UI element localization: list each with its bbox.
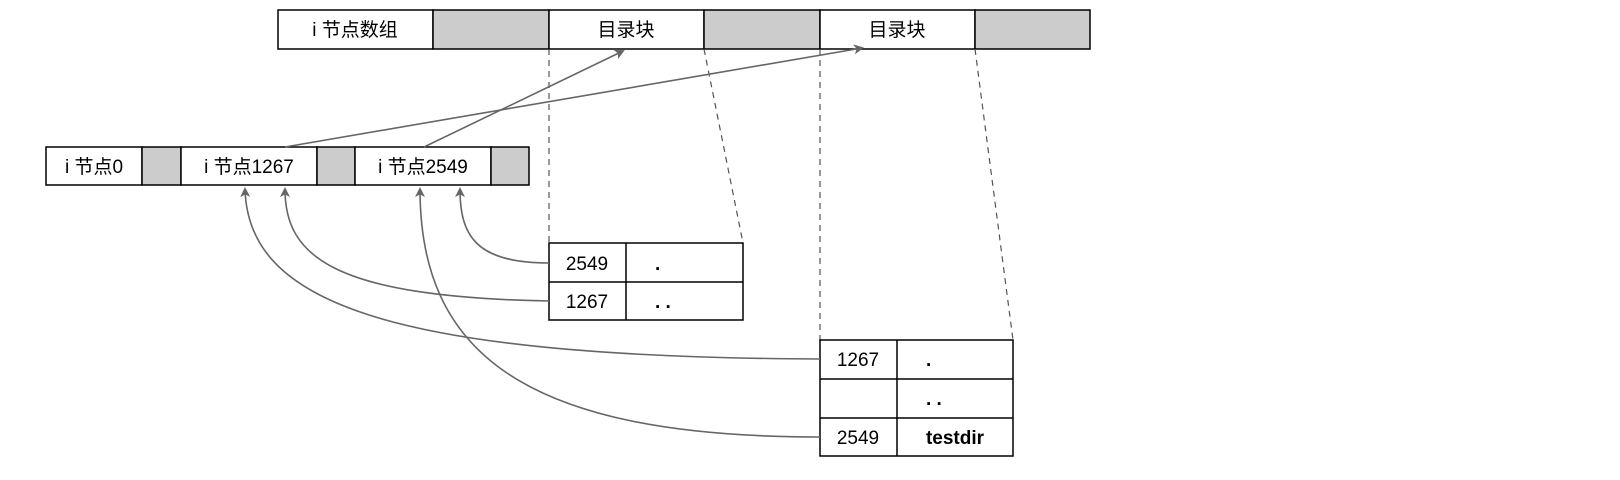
dir-block-1-cell [548, 9, 705, 50]
arrow-entry-to-inode2549 [415, 187, 821, 438]
arrow-entry-to-inode2549 [455, 187, 550, 264]
arrow-inode2549-to-dirblock1 [423, 49, 625, 148]
inode-row: i 节点0 i 节点1267 i 节点2549 [45, 146, 530, 186]
inode-1267-cell [180, 146, 318, 186]
table-cell-name: testdir [926, 428, 985, 449]
table-cell-inode: 1267 [837, 350, 879, 371]
gray-block [974, 9, 1091, 50]
inode-array-cell [277, 9, 434, 50]
arrow-entry-to-inode1267 [240, 187, 821, 360]
table-cell-inode: 1267 [566, 292, 608, 313]
table-cell-name: . . [655, 292, 671, 313]
projection-line [974, 48, 1014, 341]
dir-block-2-cell [819, 9, 976, 50]
gray-block [703, 9, 821, 50]
arrow-inode1267-to-dirblock2 [284, 44, 864, 148]
inode-1267-label: i 节点1267 [204, 156, 294, 178]
projection-line [703, 48, 744, 244]
table-cell-name: . [655, 254, 660, 275]
dir-block-1-label: 目录块 [597, 19, 654, 41]
inode-0-label: i 节点0 [65, 156, 123, 178]
dir-table-1: 2549 . 1267 . . [548, 242, 744, 321]
table-cell-name: . . [926, 389, 942, 410]
gray-block [316, 146, 356, 186]
table-cell-inode: 2549 [566, 254, 608, 275]
inode-array-label: i 节点数组 [312, 19, 398, 41]
dir-table-2: 1267 . . . 2549 testdir [819, 339, 1014, 457]
table-cell-name: . [926, 350, 931, 371]
inode-2549-label: i 节点2549 [378, 156, 468, 178]
gray-block [141, 146, 182, 186]
gray-block [490, 146, 530, 186]
arrow-entry-to-inode1267 [280, 187, 550, 302]
gray-block [432, 9, 550, 50]
inode-2549-cell [354, 146, 492, 186]
dir-block-2-label: 目录块 [868, 19, 925, 41]
table-cell-inode: 2549 [837, 428, 879, 449]
disk-layout-row: i 节点数组 目录块 目录块 [277, 9, 1091, 50]
